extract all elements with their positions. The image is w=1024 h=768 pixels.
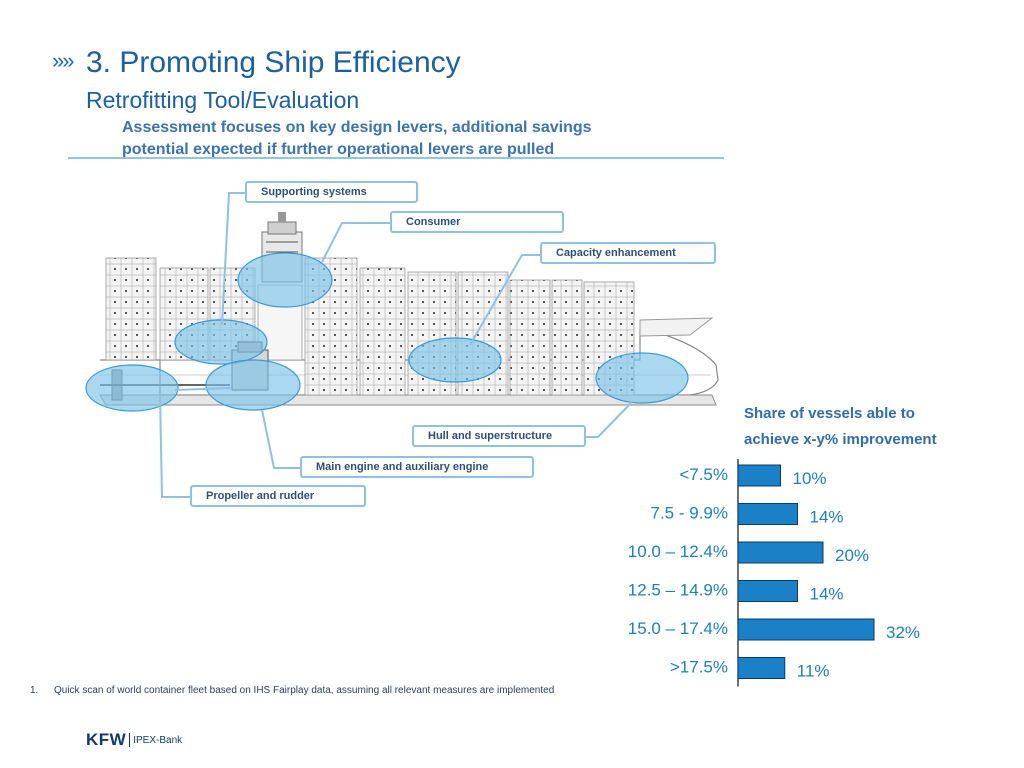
highlight-main-engine (205, 359, 301, 411)
chart-title-line2: achieve x-y% improvement (744, 431, 937, 448)
diagram-headline: Assessment focuses on key design levers,… (122, 117, 732, 161)
highlight-capacity (174, 319, 268, 365)
callout-hull-superstructure: Hull and superstructure (412, 425, 586, 447)
container-stacks (105, 257, 635, 396)
callout-propeller-rudder: Propeller and rudder (190, 485, 366, 507)
highlight-circles (85, 252, 689, 412)
callout-supporting-systems: Supporting systems (245, 181, 418, 203)
highlight-propeller (85, 364, 179, 412)
chart-title: Share of vessels able to achieve x-y% im… (744, 401, 984, 453)
diagram-headline-line2: potential expected if further operationa… (122, 141, 555, 158)
page-subtitle: Retrofitting Tool/Evaluation (86, 87, 360, 113)
highlight-hull-mid (408, 337, 502, 383)
diagram-headline-line1: Assessment focuses on key design levers,… (122, 119, 592, 136)
page-title: 3. Promoting Ship Efficiency (86, 46, 461, 79)
logo-separator (129, 733, 131, 747)
callout-capacity-enhancement: Capacity enhancement (540, 242, 716, 264)
footnote-number: 1. (30, 685, 39, 696)
logo-division: IPEX-Bank (133, 734, 183, 746)
highlight-bow (595, 352, 689, 404)
footnote-text: Quick scan of world container fleet base… (54, 685, 555, 696)
callout-leader-lines (159, 192, 633, 498)
chart-title-line1: Share of vessels able to (744, 405, 915, 422)
title-chevron-icon: »» (52, 48, 75, 73)
callout-main-engine: Main engine and auxiliary engine (300, 456, 534, 478)
logo-brand: KFW (86, 730, 127, 749)
kfw-ipex-logo: KFW IPEX-Bank (86, 730, 182, 750)
footnote: 1. Quick scan of world container fleet ba… (30, 685, 554, 696)
callout-consumer: Consumer (390, 211, 564, 233)
headline-divider (68, 157, 724, 159)
highlight-supporting-systems (237, 252, 333, 308)
